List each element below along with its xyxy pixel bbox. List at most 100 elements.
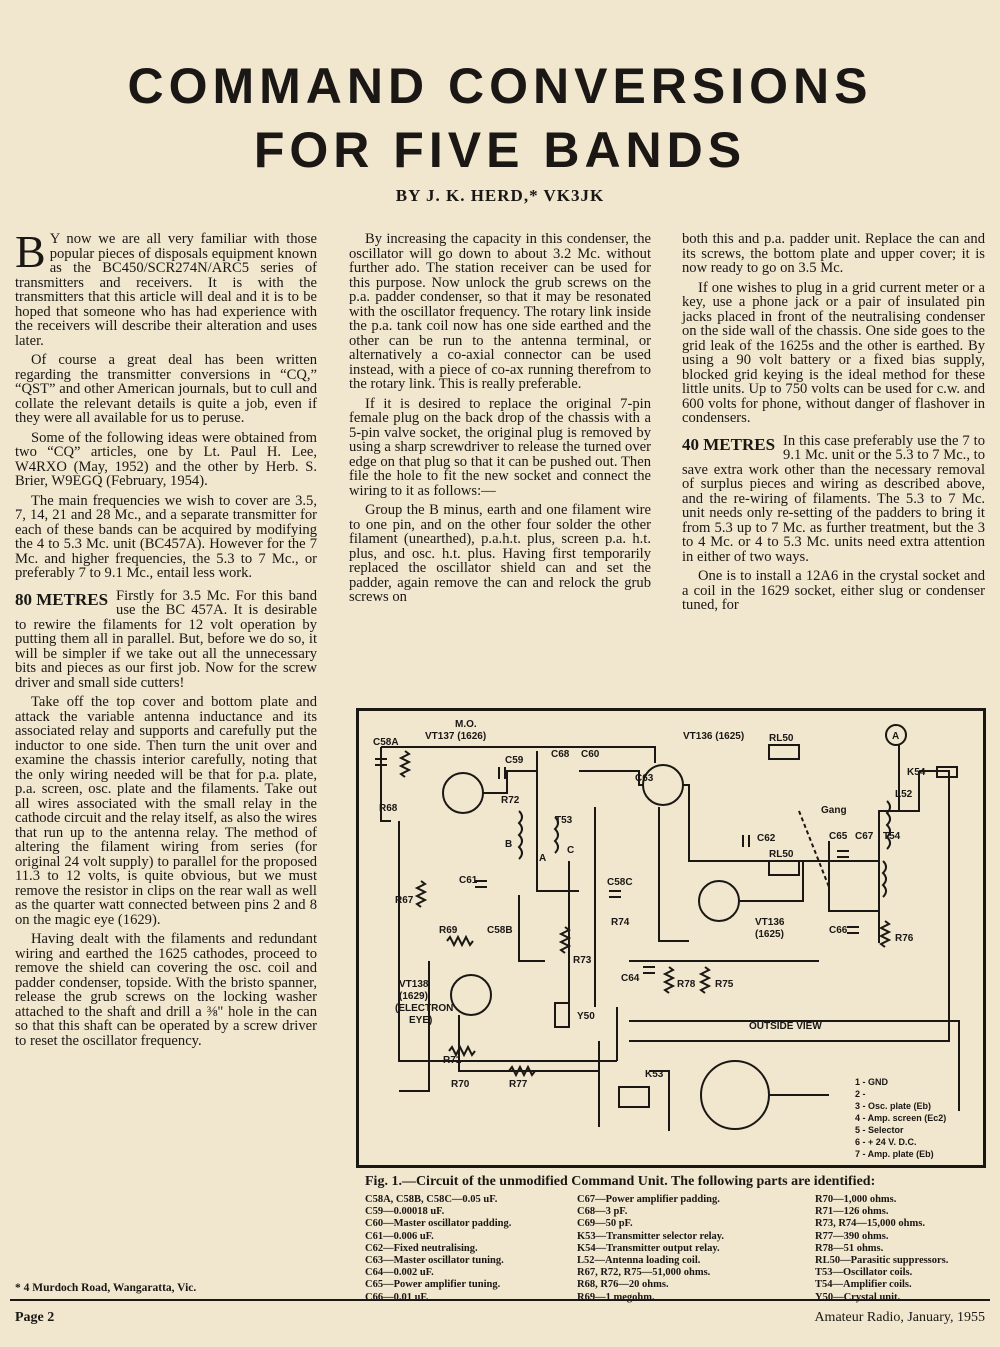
- suppressor-rl50-mid: [768, 860, 800, 876]
- label-rl50-mid: RL50: [769, 849, 794, 860]
- parts-list-column-3: R70—1,000 ohms. R71—126 ohms. R73, R74—1…: [815, 1194, 948, 1304]
- label-r69: R69: [439, 925, 458, 936]
- label-c59: C59: [505, 755, 524, 766]
- wire: [483, 770, 537, 794]
- label-r76: R76: [895, 933, 914, 944]
- parts-list-item: R78—51 ohms.: [815, 1242, 884, 1254]
- label-t54: T54: [883, 831, 901, 842]
- resistor-r77: [508, 1064, 536, 1078]
- coil-t53-c: [553, 816, 559, 854]
- circuit-schematic: C58A M.O. VT137 (1626) C59 C68 C60 C63 V…: [356, 708, 986, 1168]
- drop-cap: B: [15, 226, 46, 277]
- label-r74: R74: [611, 917, 630, 928]
- parts-list-item: C64—0.002 uF.: [365, 1267, 434, 1279]
- label-outside-view: OUTSIDE VIEW: [749, 1021, 822, 1032]
- paragraph: Some of the following ideas were obtaine…: [15, 429, 317, 489]
- parts-list-item: K54—Transmitter output relay.: [577, 1242, 720, 1254]
- paragraph: The main frequencies we wish to cover ar…: [15, 492, 317, 581]
- tube-vt138-symbol: [450, 974, 492, 1016]
- paragraph: If it is desired to replace the original…: [349, 395, 651, 499]
- paragraph: If one wishes to plug in a grid current …: [682, 279, 985, 426]
- parts-list-column-2: C67—Power amplifier padding. C68—3 pF. C…: [577, 1194, 724, 1304]
- resistor-r69: [446, 934, 474, 948]
- parts-list-item: C59—0.00018 uF.: [365, 1206, 445, 1218]
- paragraph: both this and p.a. padder unit. Replace …: [682, 231, 985, 276]
- label-r73: R73: [573, 955, 592, 966]
- coil-l52: [885, 800, 891, 850]
- label-rl50-top: RL50: [769, 733, 794, 744]
- label-vt138: VT138: [399, 979, 429, 990]
- resistor-r76: [878, 920, 892, 948]
- label-l52: L52: [895, 789, 913, 800]
- parts-list-item: R73, R74—15,000 ohms.: [815, 1218, 925, 1230]
- parts-list-item: R77—390 ohms.: [815, 1230, 889, 1242]
- parts-list-item: R70—1,000 ohms.: [815, 1194, 897, 1205]
- label-coil-b: B: [505, 839, 512, 850]
- parts-list-item: T54—Amplifier coils.: [815, 1279, 912, 1291]
- tube-vt136-mid-symbol: [698, 880, 740, 922]
- section-heading-80-metres: 80 METRES: [15, 589, 109, 609]
- legend-item-5: 5 - Selector: [855, 1125, 904, 1135]
- resistor-r75: [698, 966, 712, 994]
- parts-list-item: C61—0.006 uF.: [365, 1230, 434, 1242]
- label-r71: R71: [443, 1055, 462, 1066]
- label-t53: T53: [555, 815, 573, 826]
- resistor-r67: [414, 880, 428, 908]
- legend-item-7: 7 - Amp. plate (Eb): [855, 1149, 934, 1159]
- parts-list-item: T53—Oscillator coils.: [815, 1267, 913, 1279]
- label-gang: Gang: [821, 805, 847, 816]
- parts-list-item: R69—1 megohm.: [577, 1291, 655, 1303]
- label-c62: C62: [757, 833, 776, 844]
- label-c58b: C58B: [487, 925, 513, 936]
- legend-item-1: 1 - GND: [855, 1077, 889, 1087]
- paragraph: One is to install a 12A6 in the crystal …: [682, 568, 985, 613]
- column-3: both this and p.a. padder unit. Replace …: [682, 232, 985, 618]
- parts-list-item: C65—Power amplifier tuning.: [365, 1279, 501, 1291]
- parts-list-item: L52—Antenna loading coil.: [577, 1254, 701, 1266]
- label-r72: R72: [501, 795, 520, 806]
- label-vt137: VT137 (1626): [425, 731, 486, 742]
- label-r68: R68: [379, 803, 398, 814]
- label-c66: C66: [829, 925, 848, 936]
- parts-list-item: K53—Transmitter selector relay.: [577, 1230, 725, 1242]
- meter-label: A: [892, 731, 899, 742]
- label-c68: C68: [551, 749, 570, 760]
- label-coil-c: C: [567, 845, 574, 856]
- label-c64: C64: [621, 973, 640, 984]
- label-mo: M.O.: [455, 719, 477, 730]
- wire: [649, 1070, 670, 1131]
- label-c61: C61: [459, 875, 478, 886]
- wire: [803, 771, 920, 862]
- parts-list-item: C67—Power amplifier padding.: [577, 1194, 720, 1205]
- figure-caption: Fig. 1.—Circuit of the unmodified Comman…: [365, 1174, 876, 1189]
- wire: [629, 1020, 960, 1111]
- tube-vt137-symbol: [442, 772, 484, 814]
- parts-list-item: C66—0.01 uF.: [365, 1291, 429, 1303]
- paragraph: Group the B minus, earth and one filamen…: [349, 502, 651, 605]
- parts-list-item: RL50—Parasitic suppressors.: [815, 1254, 949, 1266]
- parts-list-item: C62—Fixed neutralising.: [365, 1242, 478, 1254]
- resistor-r71: [448, 1044, 476, 1058]
- legend-item-2: 2 -: [855, 1089, 866, 1099]
- label-vt138-electron: (ELECTRON: [395, 1003, 453, 1014]
- label-vt136-top: VT136 (1625): [683, 731, 744, 742]
- label-vt138-eye: EYE): [409, 1015, 432, 1026]
- column-2: By increasing the capacity in this conde…: [349, 232, 651, 610]
- legend-item-4: 4 - Amp. screen (Ec2): [855, 1113, 946, 1123]
- wire: [380, 747, 391, 822]
- wire: [828, 841, 879, 912]
- label-c58a: C58A: [373, 737, 399, 748]
- wire: [579, 770, 643, 786]
- article-title: COMMAND CONVERSIONS FOR FIVE BANDS: [0, 54, 1000, 182]
- wire: [398, 821, 617, 1062]
- title-line-2: FOR FIVE BANDS: [253, 122, 747, 178]
- wire: [458, 1015, 599, 1072]
- resistor-r73: [558, 926, 572, 954]
- page-number: Page 2: [15, 1310, 55, 1325]
- wire: [739, 861, 804, 902]
- label-vt136-mid: VT136: [755, 917, 785, 928]
- resistor-r78: [662, 966, 676, 994]
